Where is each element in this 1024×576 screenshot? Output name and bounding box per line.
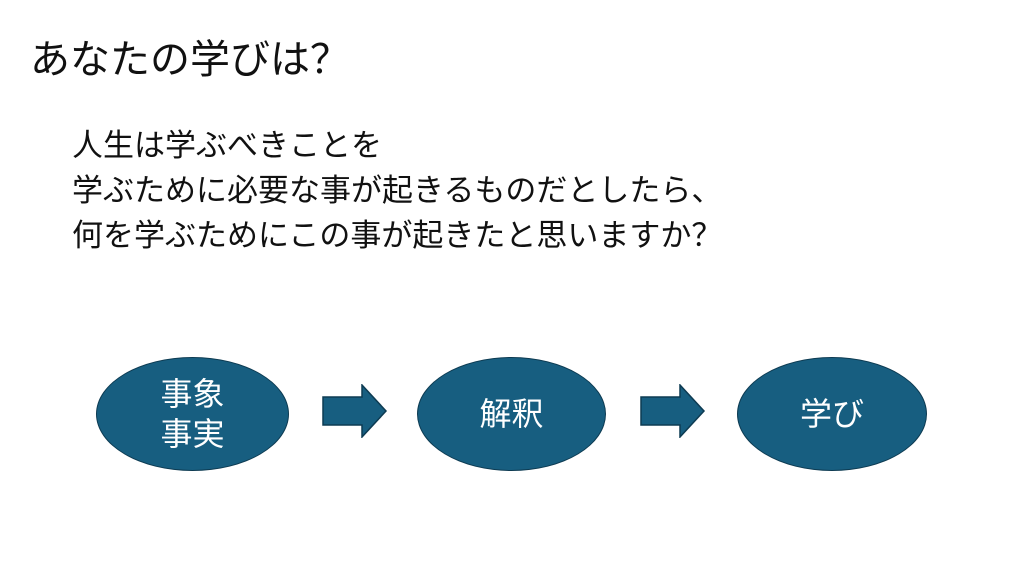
node-label: 事象 xyxy=(160,375,225,413)
body-line: 学ぶために必要な事が起きるものだとしたら、 xyxy=(72,173,723,209)
right-arrow-icon xyxy=(322,384,388,438)
slide-body: 人生は学ぶべきことを 学ぶために必要な事が起きるものだとしたら、 何を学ぶために… xyxy=(72,124,722,259)
body-line: 人生は学ぶべきことを xyxy=(72,128,382,164)
node-label: 学び xyxy=(799,395,864,433)
node-interpretation: 解釈 xyxy=(417,357,606,471)
node-label: 解釈 xyxy=(479,395,544,433)
slide-title: あなたの学びは？ xyxy=(30,37,350,83)
node-learning: 学び xyxy=(737,357,927,471)
body-line: 何を学ぶためにこの事が起きたと思いますか？ xyxy=(72,218,723,254)
right-arrow-icon xyxy=(640,384,706,438)
node-label: 事実 xyxy=(160,415,225,453)
node-event-fact: 事象事実 xyxy=(96,357,289,471)
